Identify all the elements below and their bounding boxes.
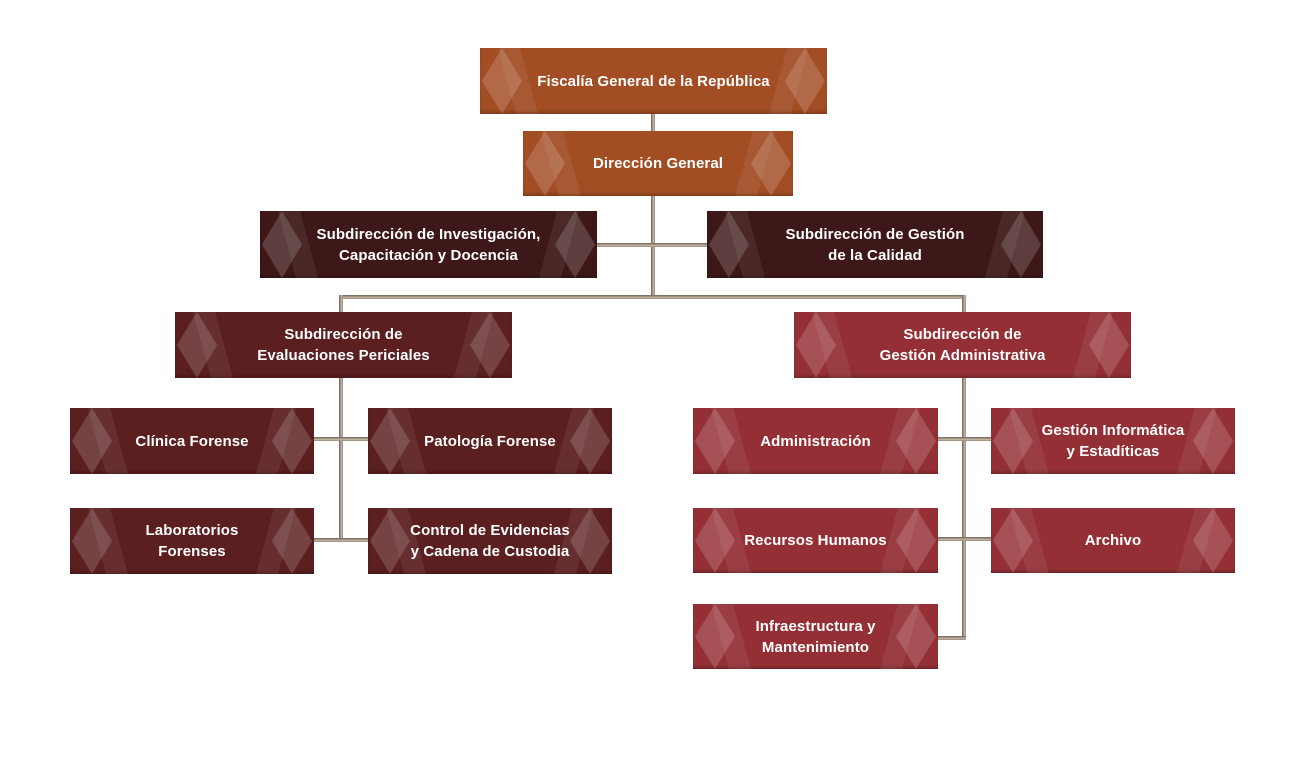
node-label-line: y Cadena de Custodia	[410, 543, 570, 560]
diamond-ornament-icon	[554, 408, 610, 474]
node-label: Subdirección de Investigación, Capacitac…	[317, 224, 541, 266]
node-label: Fiscalía General de la República	[537, 72, 770, 90]
diamond-ornament-icon	[1177, 408, 1233, 474]
node-label: Laboratorios Forenses	[146, 520, 239, 562]
node-recursos-humanos[interactable]: Recursos Humanos	[693, 508, 938, 573]
node-fiscalia-general[interactable]: Fiscalía General de la República	[480, 48, 827, 114]
node-subdireccion-investigacion[interactable]: Subdirección de Investigación, Capacitac…	[260, 211, 597, 278]
diamond-ornament-icon	[695, 604, 751, 669]
diamond-ornament-icon	[256, 408, 312, 474]
node-gestion-informatica[interactable]: Gestión Informática y Estadíticas	[991, 408, 1235, 474]
node-label: Archivo	[1084, 532, 1142, 549]
diamond-ornament-icon	[695, 508, 751, 573]
node-label-line: Infraestructura y	[755, 617, 876, 635]
diamond-ornament-icon	[769, 48, 825, 114]
node-label: Recursos Humanos	[744, 532, 887, 549]
diamond-ornament-icon	[1073, 312, 1129, 378]
diamond-ornament-icon	[993, 508, 1049, 573]
node-label-line: Subdirección de	[284, 326, 403, 343]
node-label-line: Gestión Administrativa	[879, 347, 1046, 364]
connector-administrativa-arm-1	[937, 437, 992, 441]
node-label-line: Evaluaciones Periciales	[257, 347, 430, 364]
node-label: Infraestructura y Mantenimiento	[755, 616, 875, 658]
diamond-ornament-icon	[482, 48, 538, 114]
node-label: Patología Forense	[424, 432, 556, 450]
node-label-line: Capacitación y Docencia	[338, 246, 519, 264]
diamond-ornament-icon	[539, 211, 595, 278]
connector-sub-row-arm	[596, 243, 708, 247]
node-label: Subdirección de Gestión de la Calidad	[786, 224, 965, 266]
node-label-line: Laboratorios	[145, 522, 239, 539]
node-label: Gestión Informática y Estadíticas	[1042, 420, 1185, 462]
diamond-ornament-icon	[262, 211, 318, 278]
diamond-ornament-icon	[72, 408, 128, 474]
node-label: Dirección General	[592, 155, 724, 172]
connector-administrativa-arm-3	[937, 636, 966, 640]
diamond-ornament-icon	[796, 312, 852, 378]
connector-periciales-arm-2	[313, 538, 369, 542]
node-label: Subdirección de Gestión Administrativa	[880, 324, 1046, 366]
node-direccion-general[interactable]: Dirección General	[523, 131, 793, 196]
node-label-line: de la Calidad	[828, 246, 922, 264]
diamond-ornament-icon	[256, 508, 312, 574]
node-label-line: Subdirección de Gestión	[785, 225, 965, 243]
node-label-line: Mantenimiento	[761, 638, 870, 656]
node-control-evidencias[interactable]: Control de Evidencias y Cadena de Custod…	[368, 508, 612, 574]
node-subdireccion-administrativa[interactable]: Subdirección de Gestión Administrativa	[794, 312, 1131, 378]
node-subdireccion-periciales[interactable]: Subdirección de Evaluaciones Periciales	[175, 312, 512, 378]
diamond-ornament-icon	[1177, 508, 1233, 573]
node-infraestructura[interactable]: Infraestructura y Mantenimiento	[693, 604, 938, 669]
diamond-ornament-icon	[709, 211, 765, 278]
connector-to-administrativa	[962, 295, 966, 313]
diamond-ornament-icon	[525, 131, 581, 196]
node-clinica-forense[interactable]: Clínica Forense	[70, 408, 314, 474]
node-label: Administración	[760, 432, 871, 450]
diamond-ornament-icon	[695, 408, 751, 474]
diamond-ornament-icon	[880, 408, 936, 474]
connector-to-periciales	[339, 295, 343, 313]
connector-fiscalia-direccion	[651, 113, 655, 132]
node-label-line: Subdirección de	[903, 326, 1022, 343]
diamond-ornament-icon	[370, 508, 426, 574]
node-label-line: Subdirección de Investigación,	[316, 225, 541, 243]
diamond-ornament-icon	[985, 211, 1041, 278]
diamond-ornament-icon	[735, 131, 791, 196]
node-label-line: y Estadíticas	[1066, 443, 1160, 460]
diamond-ornament-icon	[880, 604, 936, 669]
diamond-ornament-icon	[72, 508, 128, 574]
node-laboratorios-forenses[interactable]: Laboratorios Forenses	[70, 508, 314, 574]
connector-administrativa-arm-2	[937, 537, 992, 541]
diamond-ornament-icon	[993, 408, 1049, 474]
diamond-ornament-icon	[454, 312, 510, 378]
node-label-line: Forenses	[158, 543, 226, 560]
node-label: Subdirección de Evaluaciones Periciales	[257, 324, 429, 366]
diamond-ornament-icon	[880, 508, 936, 573]
node-administracion[interactable]: Administración	[693, 408, 938, 474]
node-label-line: Gestión Informática	[1041, 422, 1185, 439]
node-label: Clínica Forense	[135, 432, 249, 450]
diamond-ornament-icon	[554, 508, 610, 574]
connector-split-bar	[339, 295, 966, 299]
diamond-ornament-icon	[370, 408, 426, 474]
connector-administrativa-trunk	[962, 377, 966, 640]
connector-periciales-trunk	[339, 377, 343, 542]
diamond-ornament-icon	[177, 312, 233, 378]
node-patologia-forense[interactable]: Patología Forense	[368, 408, 612, 474]
node-label-line: Control de Evidencias	[410, 522, 570, 539]
connector-periciales-arm-1	[313, 437, 369, 441]
node-label: Control de Evidencias y Cadena de Custod…	[410, 520, 570, 562]
node-subdireccion-calidad[interactable]: Subdirección de Gestión de la Calidad	[707, 211, 1043, 278]
node-archivo[interactable]: Archivo	[991, 508, 1235, 573]
